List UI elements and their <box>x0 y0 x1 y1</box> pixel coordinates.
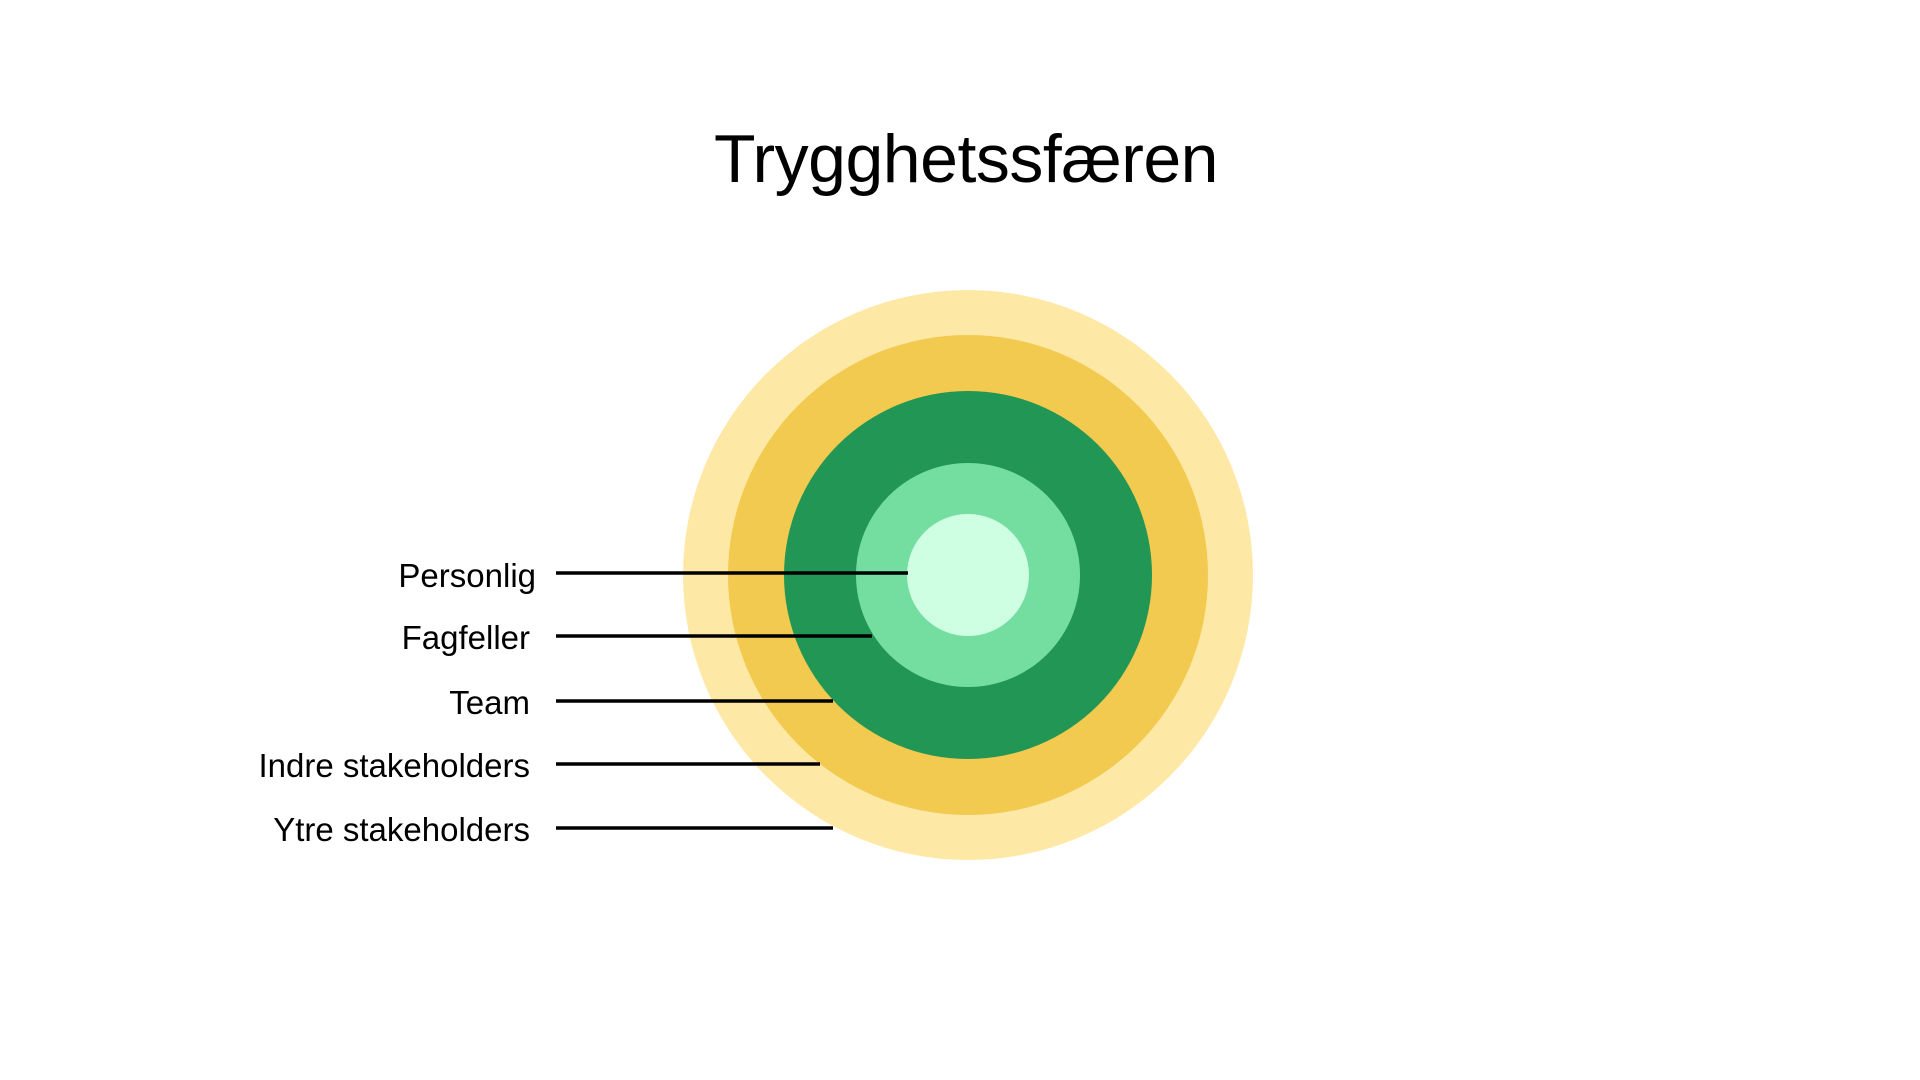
diagram-title: Trygghetssfæren <box>714 121 1218 197</box>
label-team: Team <box>449 684 530 721</box>
label-fagfeller: Fagfeller <box>402 619 530 656</box>
label-indre-stakeholders: Indre stakeholders <box>259 747 531 784</box>
ring-personlig <box>907 514 1029 636</box>
label-ytre-stakeholders: Ytre stakeholders <box>273 811 530 848</box>
label-personlig: Personlig <box>398 557 536 594</box>
